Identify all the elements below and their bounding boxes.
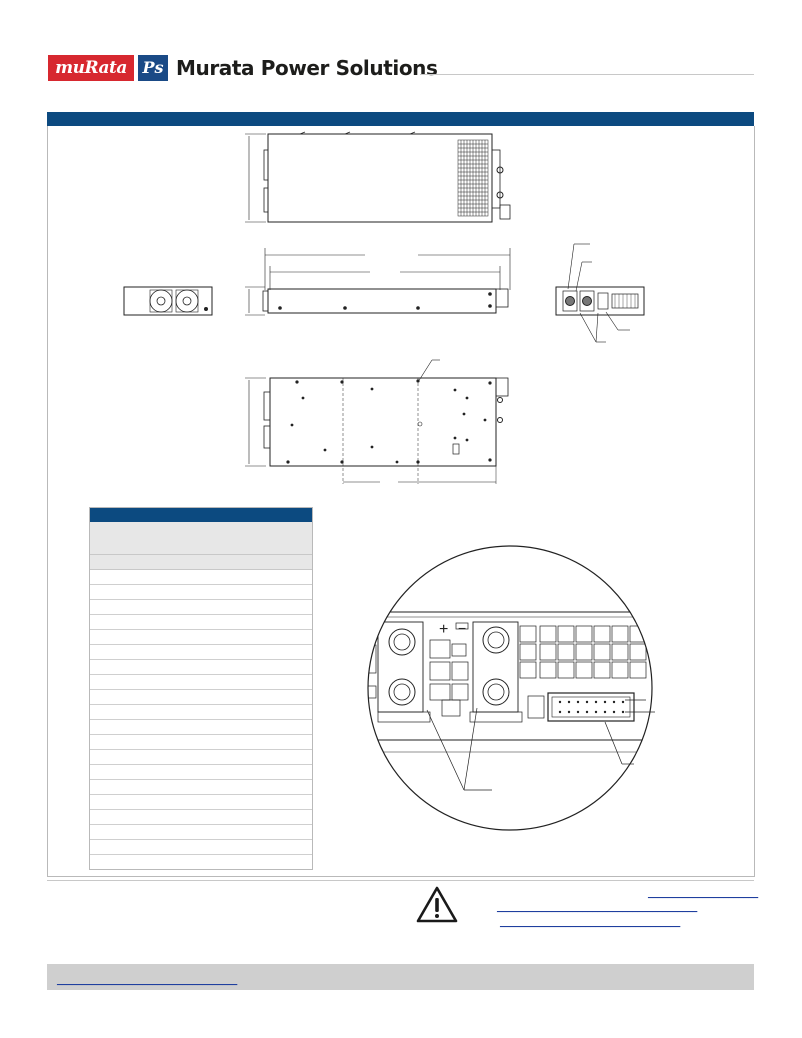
ps-logo: Ps [138, 55, 168, 81]
table-row [90, 645, 312, 660]
table-row [90, 600, 312, 615]
plus-polarity-label: + [439, 621, 448, 638]
side-view-drawing [245, 286, 509, 316]
side-view-dimensions [264, 248, 511, 290]
table-row [90, 855, 312, 869]
front-fan-view-drawing [123, 286, 213, 316]
table-row [90, 660, 312, 675]
minus-polarity-label: − [458, 620, 466, 636]
table-subheader-2 [90, 555, 312, 570]
warning-link-2[interactable]: ________________________________________ [497, 902, 698, 912]
top-view-drawing [245, 131, 511, 223]
table-row [90, 750, 312, 765]
table-row [90, 675, 312, 690]
table-row [90, 780, 312, 795]
header-rule [420, 74, 754, 75]
bottom-view-drawing [245, 359, 509, 484]
table-row [90, 585, 312, 600]
warning-triangle-icon [416, 886, 458, 923]
footer-bar [47, 964, 754, 990]
rear-connector-view-drawing [555, 243, 645, 343]
table-row [90, 840, 312, 855]
brand-name: Murata Power Solutions [176, 56, 438, 80]
rear-detail-drawing [367, 545, 655, 831]
table-row [90, 795, 312, 810]
table-row [90, 735, 312, 750]
table-row [90, 570, 312, 585]
table-row [90, 765, 312, 780]
murata-logo: muRata [48, 55, 134, 81]
table-row [90, 810, 312, 825]
table-row [90, 690, 312, 705]
section-frame [47, 126, 755, 877]
table-row [90, 630, 312, 645]
table-row [90, 705, 312, 720]
warning-link-1[interactable]: ______________________ [648, 888, 759, 898]
footer-link[interactable]: ____________________________________ [57, 975, 238, 985]
warning-link-3[interactable]: ____________________________________ [500, 917, 681, 927]
table-row [90, 615, 312, 630]
spec-table [89, 507, 313, 870]
table-row [90, 720, 312, 735]
table-subheader [90, 522, 312, 555]
table-row [90, 825, 312, 840]
table-header [90, 508, 312, 522]
section-header-bar [47, 112, 754, 126]
bottom-rule [47, 880, 754, 881]
